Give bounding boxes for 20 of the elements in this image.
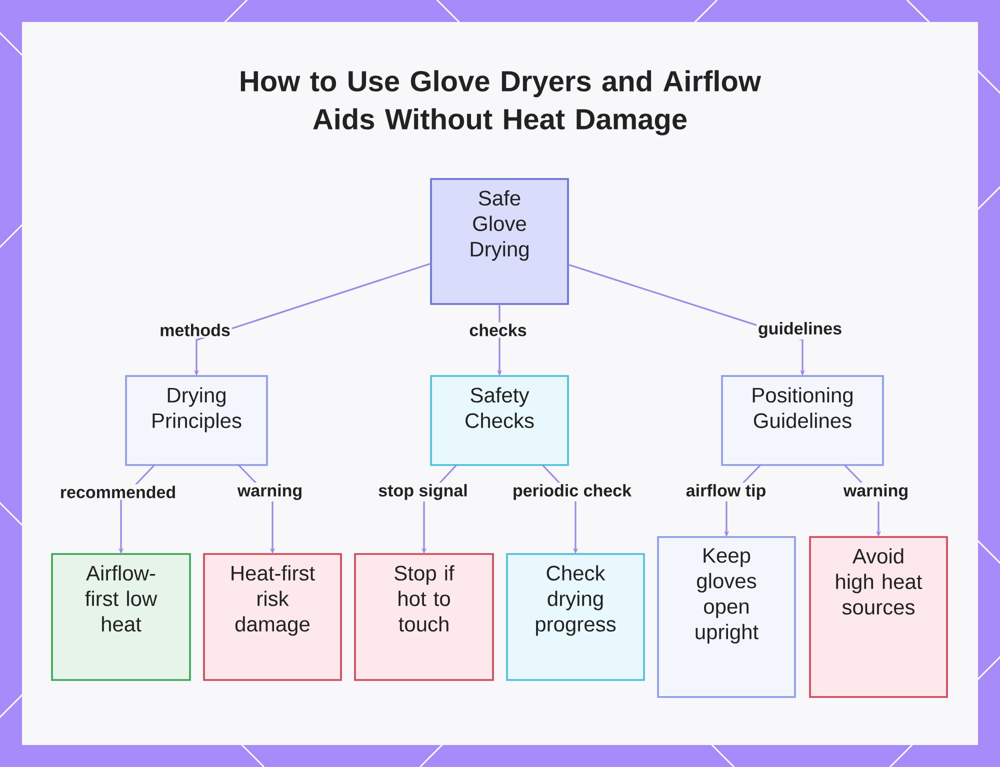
edge-label: warning <box>842 482 910 502</box>
process-box: Heat-first risk damage <box>203 553 342 681</box>
edge-label: methods <box>158 322 232 338</box>
edge-label: airflow tip <box>684 482 768 502</box>
edge-label: recommended <box>58 484 178 500</box>
title: How to Use Glove Dryers and Airflow Aids Without Heat Damage <box>240 70 762 136</box>
process-box: Airflow-first low heat <box>51 553 191 681</box>
process-box: Positioning Guidelines <box>721 375 884 466</box>
process-box: Keep gloves open upright <box>657 536 796 698</box>
process-box: Safe Glove Drying <box>430 178 569 305</box>
edge-label: guidelines <box>756 320 844 340</box>
edge-label: stop signal <box>376 482 470 502</box>
edge-label: periodic check <box>510 482 634 502</box>
process-box: Check drying progress <box>506 553 645 681</box>
process-box: Drying Principles <box>125 375 268 466</box>
edge-label: warning <box>236 482 304 502</box>
edge-label: checks <box>468 322 528 338</box>
process-box: Safety Checks <box>430 375 569 466</box>
process-box: Avoid high heat sources <box>809 536 948 698</box>
process-box: Stop if hot to touch <box>354 553 494 681</box>
